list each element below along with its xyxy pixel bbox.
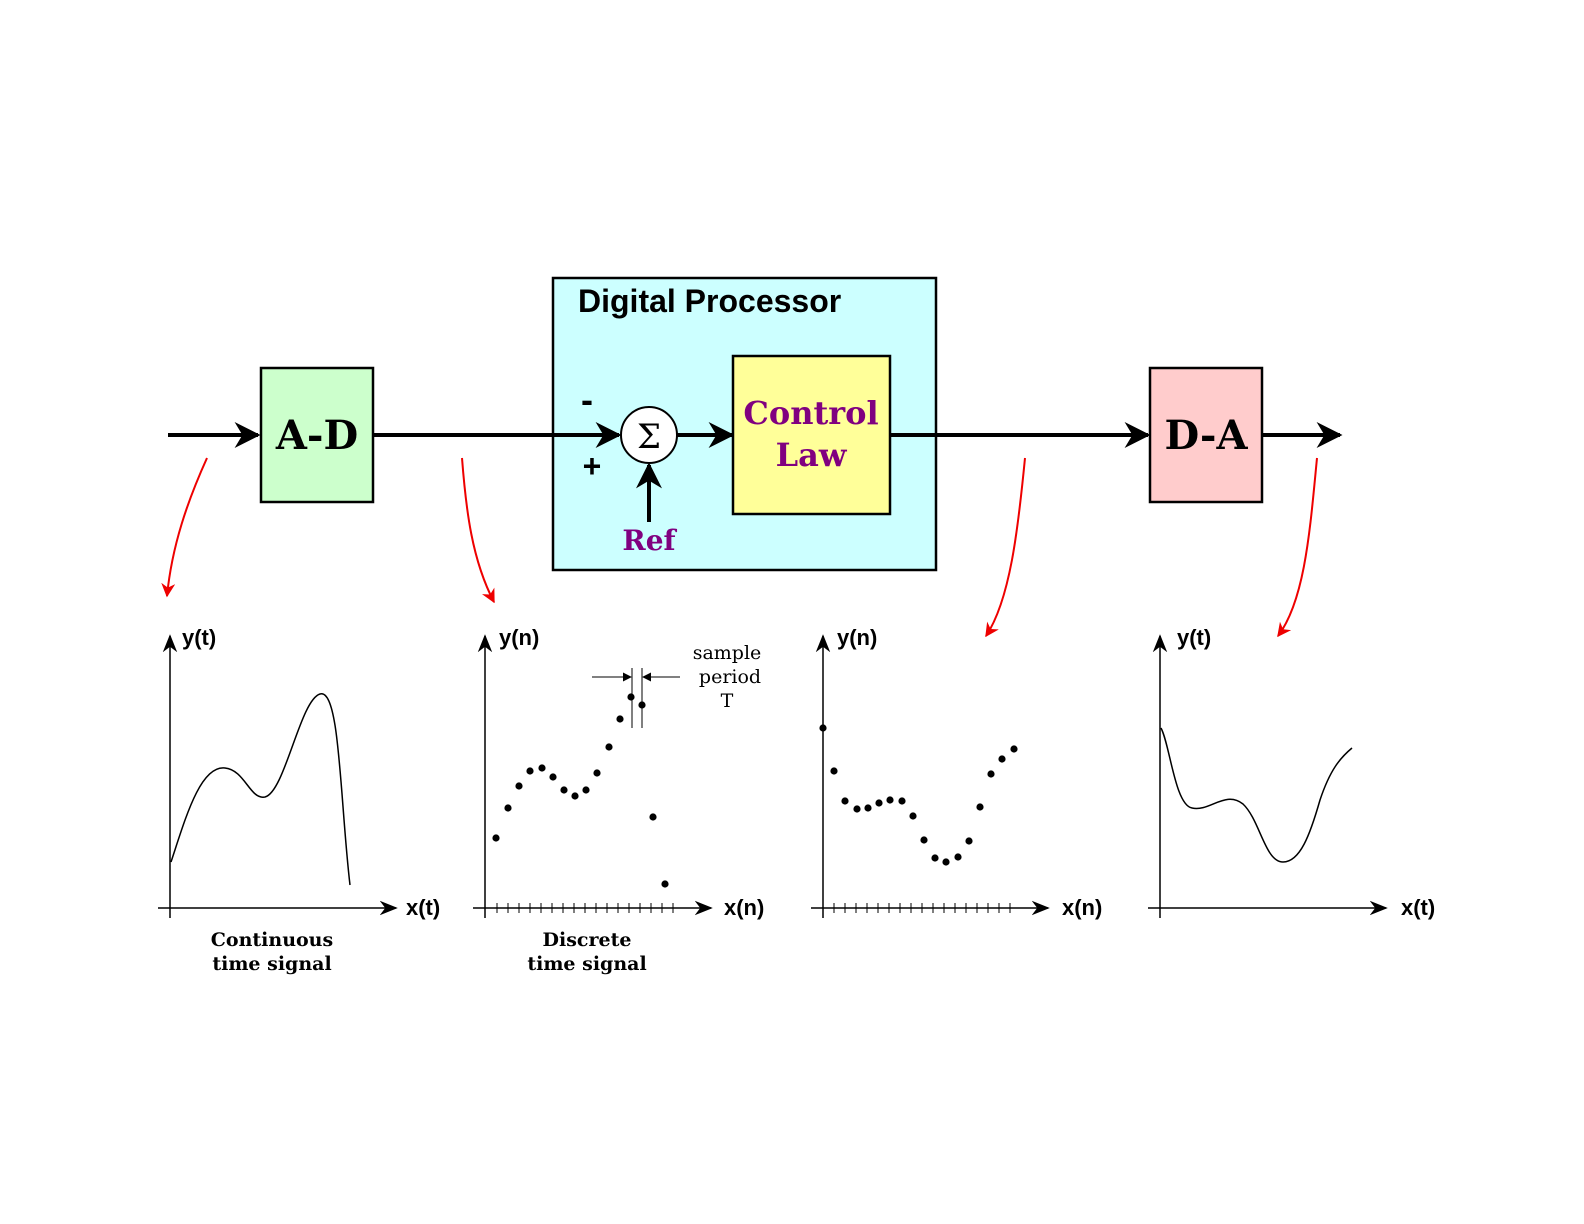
sample-dot	[830, 767, 837, 774]
plot2-caption-line2: time signal	[527, 953, 646, 975]
sample-dot	[649, 813, 656, 820]
sample-dot	[987, 770, 994, 777]
sample-dot	[1010, 745, 1017, 752]
sample-dot	[909, 812, 916, 819]
sample-dot	[571, 792, 578, 799]
pointer-arrow-1	[167, 458, 207, 596]
plot4-x-label: x(t)	[1401, 895, 1435, 920]
sample-dot	[593, 769, 600, 776]
sample-dot	[875, 799, 882, 806]
plot1-caption-line2: time signal	[212, 953, 331, 975]
sample-dot	[616, 715, 623, 722]
sample-dot	[492, 834, 499, 841]
sample-dot	[627, 693, 634, 700]
plot3-x-label: x(n)	[1062, 895, 1102, 920]
control-law-line1: Control	[743, 394, 878, 432]
plot1-y-label: y(t)	[182, 625, 216, 650]
sample-dot	[582, 786, 589, 793]
sample-dot	[954, 853, 961, 860]
sample-dot	[549, 773, 556, 780]
sample-dot	[560, 786, 567, 793]
plot2-caption-line1: Discrete	[543, 929, 632, 951]
sample-dot	[931, 854, 938, 861]
sample-dot	[898, 797, 905, 804]
sample-dot	[819, 724, 826, 731]
sample-dot	[920, 836, 927, 843]
sample-dot	[976, 803, 983, 810]
sample-dot	[841, 797, 848, 804]
sample-dot	[886, 796, 893, 803]
sample-period-note-line1: sample	[693, 642, 762, 664]
da-label: D-A	[1164, 412, 1248, 459]
control-law-line2: Law	[776, 436, 848, 474]
sample-dot	[504, 804, 511, 811]
plot1-x-label: x(t)	[406, 895, 440, 920]
sample-dot	[605, 743, 612, 750]
sample-dot	[864, 804, 871, 811]
block-diagram: Digital Processor A-D Σ - + Ref Control …	[167, 278, 1340, 636]
ref-label: Ref	[622, 524, 677, 557]
minus-sign: -	[581, 379, 593, 420]
sample-period-note-line3: T	[721, 690, 734, 712]
sample-dot	[661, 880, 668, 887]
sample-dot	[853, 805, 860, 812]
plot4-y-label: y(t)	[1177, 625, 1211, 650]
plot-continuous-input: y(t) x(t) Continuous time signal	[158, 625, 440, 975]
ad-label: A-D	[275, 412, 358, 459]
sample-dot	[515, 782, 522, 789]
plot4-curve	[1161, 728, 1352, 862]
pointer-arrow-3	[986, 458, 1025, 636]
control-law-block	[733, 356, 890, 514]
pointer-arrow-4	[1278, 458, 1317, 636]
plus-sign: +	[583, 448, 602, 484]
plot1-curve	[171, 694, 350, 885]
sum-symbol: Σ	[637, 417, 661, 457]
sample-dot	[942, 858, 949, 865]
plot-continuous-output: y(t) x(t)	[1148, 625, 1435, 920]
sample-dot	[538, 764, 545, 771]
plot3-samples	[819, 724, 1017, 865]
pointer-arrow-2	[462, 458, 494, 602]
sample-period-note-line2: period	[699, 666, 761, 688]
plot2-y-label: y(n)	[499, 625, 539, 650]
digital-processor-title: Digital Processor	[578, 283, 841, 319]
sample-dot	[526, 767, 533, 774]
plot3-y-label: y(n)	[837, 625, 877, 650]
sample-dot	[965, 837, 972, 844]
plot-discrete-output: y(n) x(n)	[811, 625, 1102, 920]
plot-discrete-input: sample period T y(n) x(n) Discrete time …	[473, 625, 764, 975]
plot2-x-label: x(n)	[724, 895, 764, 920]
plot1-caption-line1: Continuous	[211, 929, 333, 951]
sample-dot	[998, 755, 1005, 762]
